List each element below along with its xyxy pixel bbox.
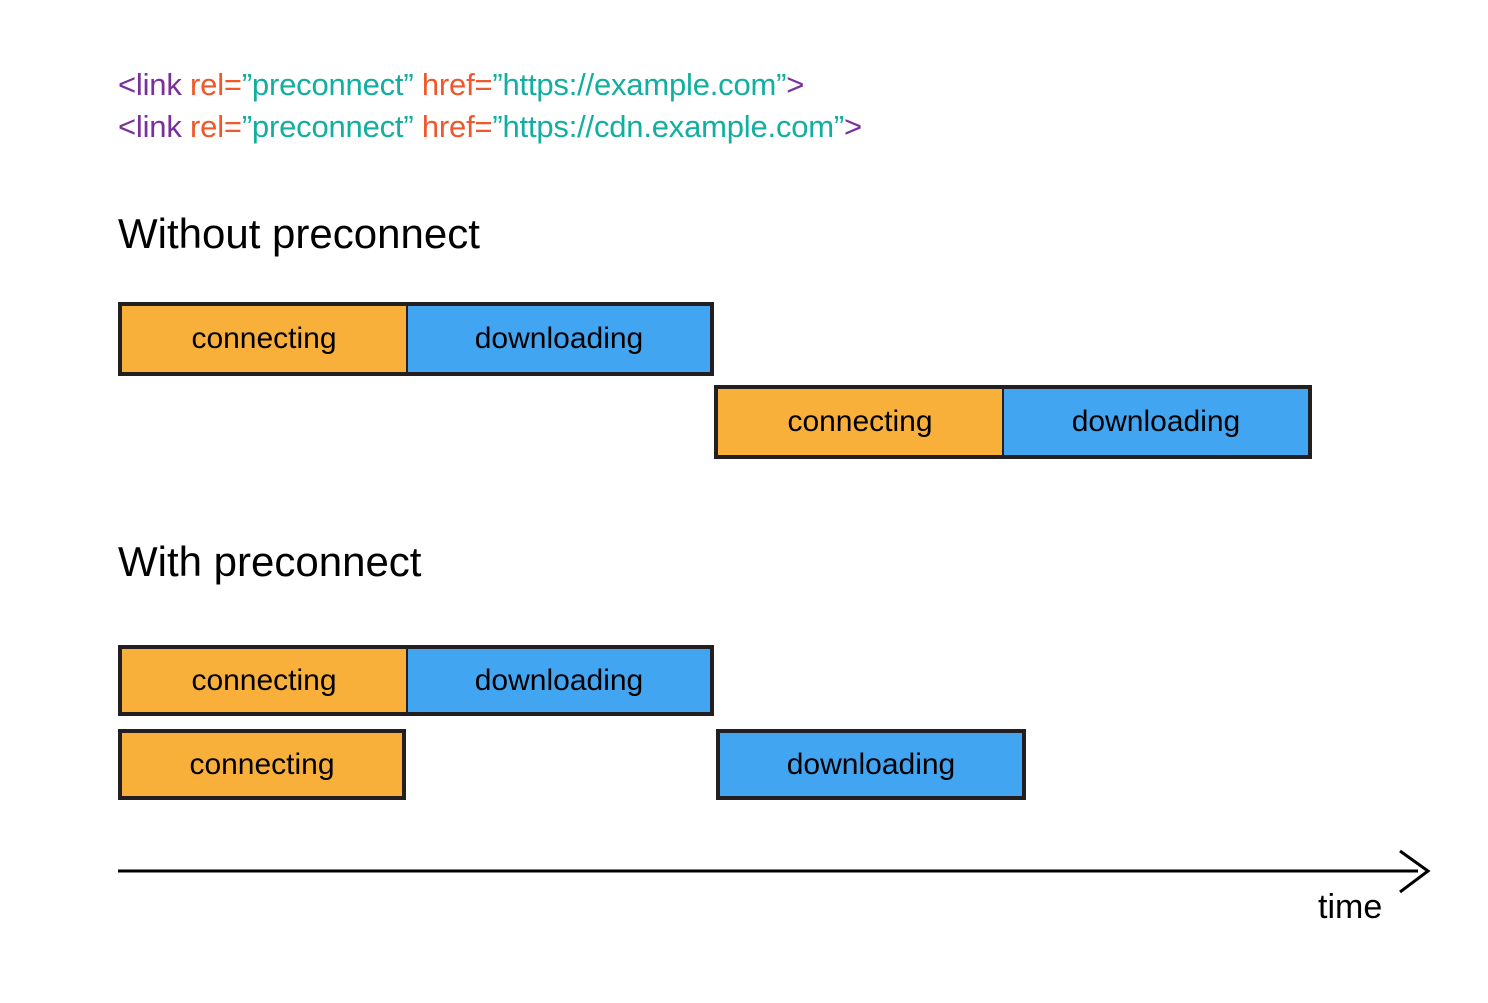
time-axis-arrow bbox=[118, 849, 1431, 894]
bar-with-row2-connecting: connecting bbox=[118, 729, 406, 800]
bar-label: downloading bbox=[474, 663, 644, 697]
code-token-value: ”https://example.com” bbox=[492, 67, 787, 102]
code-token-tag: > bbox=[786, 67, 805, 102]
code-token-attr: href= bbox=[421, 109, 493, 144]
bar-label: downloading bbox=[1071, 405, 1241, 438]
section-heading-with-preconnect: With preconnect bbox=[118, 538, 422, 585]
code-token-attr: rel= bbox=[190, 109, 242, 144]
code-line-1: <link rel=”preconnect” href=”https://exa… bbox=[118, 64, 862, 106]
bar-label: connecting bbox=[191, 663, 337, 697]
bar-label: connecting bbox=[787, 405, 933, 438]
section-heading-without-preconnect: Without preconnect bbox=[118, 210, 480, 257]
bar-with-row1-downloading: downloading bbox=[406, 645, 714, 716]
code-token-value: ”preconnect” bbox=[241, 109, 422, 144]
code-token-attr: rel= bbox=[190, 67, 242, 102]
bar-without-row1-connecting: connecting bbox=[118, 302, 408, 376]
code-line-2: <link rel=”preconnect” href=”https://cdn… bbox=[118, 106, 862, 148]
bar-label: downloading bbox=[786, 747, 956, 781]
bar-label: downloading bbox=[474, 322, 644, 355]
code-token-value: ”preconnect” bbox=[241, 67, 422, 102]
code-token-attr: href= bbox=[421, 67, 493, 102]
bar-without-row1-downloading: downloading bbox=[406, 302, 714, 376]
code-token-tag: > bbox=[844, 109, 862, 144]
bar-without-row2-connecting: connecting bbox=[714, 385, 1004, 459]
bar-label: connecting bbox=[189, 747, 335, 781]
code-token-value: ”https://cdn.example.com” bbox=[492, 109, 845, 144]
code-token-tag: <link bbox=[118, 109, 191, 144]
time-axis-label: time bbox=[1318, 888, 1383, 926]
bar-without-row2-downloading: downloading bbox=[1002, 385, 1312, 459]
bar-label: connecting bbox=[191, 322, 337, 355]
bar-with-row2-downloading: downloading bbox=[716, 729, 1026, 800]
bar-with-row1-connecting: connecting bbox=[118, 645, 408, 716]
code-token-tag: <link bbox=[118, 67, 191, 102]
code-snippet: <link rel=”preconnect” href=”https://exa… bbox=[118, 64, 862, 148]
